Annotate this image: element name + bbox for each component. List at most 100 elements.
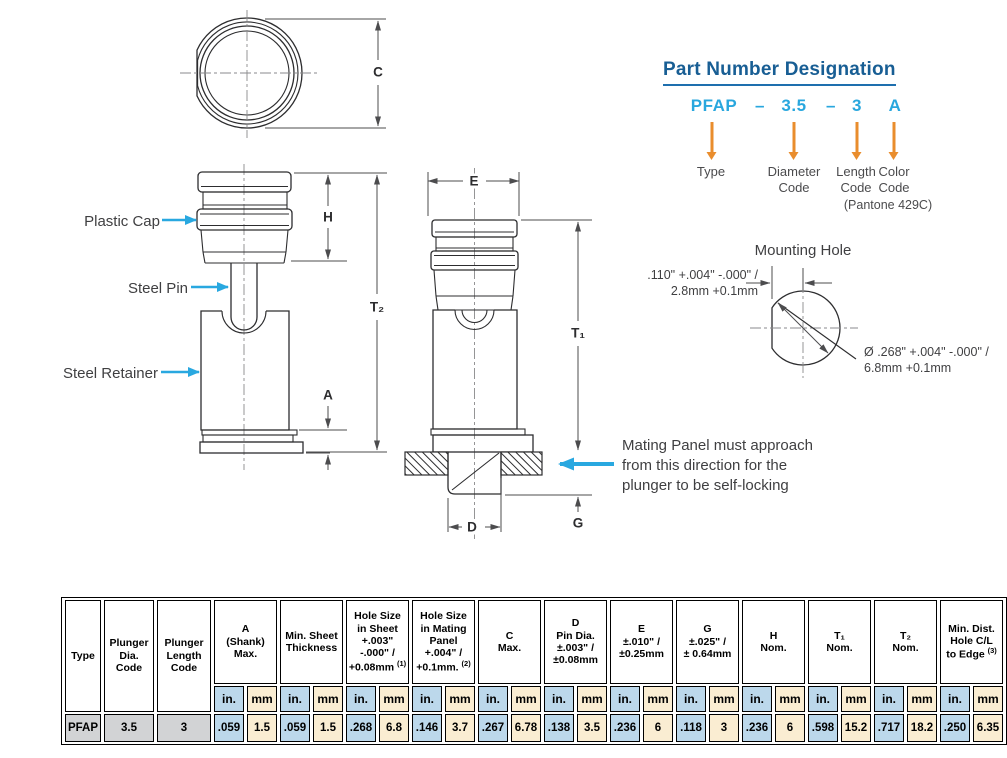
table-data-cell: .598 — [808, 714, 838, 742]
table-data-cell: PFAP — [65, 714, 101, 742]
mounting-hole-slot-dimension: .110" +.004" -.000" / 2.8mm +0.1mm — [647, 268, 758, 298]
side-view-drawing — [161, 164, 387, 470]
table-group-header-cell: A (Shank) Max. — [214, 600, 277, 684]
dim-label-t2: T₂ — [367, 299, 387, 315]
steel-pin-label: Steel Pin — [127, 280, 188, 297]
unit-header-mm: mm — [445, 686, 475, 712]
table-header-cell: Type — [65, 600, 101, 712]
dim-label-h: H — [321, 209, 335, 225]
table-data-cell: .138 — [544, 714, 574, 742]
table-group-header-cell: E ±.010" / ±0.25mm — [610, 600, 673, 684]
table-group-header-cell: Min. Sheet Thickness — [280, 600, 343, 684]
part-number-field-color: Color Code — [878, 164, 910, 195]
unit-header-mm: mm — [775, 686, 805, 712]
unit-header-mm: mm — [643, 686, 673, 712]
dim-label-t1: T₁ — [569, 325, 587, 341]
part-number-length-code: 3 — [852, 96, 862, 115]
mounting-hole-title: Mounting Hole — [754, 242, 852, 259]
unit-header-mm: mm — [247, 686, 277, 712]
down-arrow-icon — [888, 122, 899, 160]
table-group-header-cell: D Pin Dia. ±.003" / ±0.08mm — [544, 600, 607, 684]
top-view-drawing — [180, 10, 386, 138]
unit-header-mm: mm — [973, 686, 1003, 712]
table-data-cell: .268 — [346, 714, 376, 742]
table-group-header-cell: Hole Size in Mating Panel +.004" / +0.1m… — [412, 600, 475, 684]
part-number-title: Part Number Designation — [663, 59, 896, 86]
part-number-dash-icon: – — [826, 96, 836, 115]
down-arrow-icon — [851, 122, 862, 160]
table-data-cell: 3 — [709, 714, 739, 742]
table-data-cell: .059 — [214, 714, 244, 742]
steel-retainer-label: Steel Retainer — [62, 365, 158, 382]
table-data-cell: 1.5 — [247, 714, 277, 742]
mounting-hole-diameter-dimension: Ø .268" +.004" -.000" / 6.8mm +0.1mm — [864, 345, 989, 375]
unit-header-in: in. — [214, 686, 244, 712]
table-data-cell: .250 — [940, 714, 970, 742]
unit-header-mm: mm — [511, 686, 541, 712]
unit-header-in: in. — [940, 686, 970, 712]
unit-header-mm: mm — [577, 686, 607, 712]
unit-header-mm: mm — [709, 686, 739, 712]
part-number-dash-icon: – — [755, 96, 765, 115]
table-data-cell: .236 — [610, 714, 640, 742]
table-data-cell: 3.5 — [104, 714, 154, 742]
table-group-header-cell: Min. Dist. Hole C/L to Edge (3) — [940, 600, 1003, 684]
table-data-cell: .236 — [742, 714, 772, 742]
dim-label-e: E — [467, 173, 481, 189]
table-data-cell: .717 — [874, 714, 904, 742]
unit-header-in: in. — [478, 686, 508, 712]
table-data-cell: 1.5 — [313, 714, 343, 742]
table-group-header-cell: G ±.025" / ± 0.64mm — [676, 600, 739, 684]
table-data-cell: 3 — [157, 714, 211, 742]
table-data-cell: 3.7 — [445, 714, 475, 742]
table-data-cell: 6.35 — [973, 714, 1003, 742]
down-arrow-icon — [788, 122, 799, 160]
unit-header-in: in. — [412, 686, 442, 712]
unit-header-in: in. — [280, 686, 310, 712]
mating-panel-note: Mating Panel must approach from this dir… — [622, 437, 813, 494]
installed-view-drawing — [404, 168, 614, 540]
unit-header-in: in. — [676, 686, 706, 712]
table-data-cell: 6.78 — [511, 714, 541, 742]
unit-header-mm: mm — [907, 686, 937, 712]
table-data-cell: .267 — [478, 714, 508, 742]
part-number-field-length: Length Code — [836, 164, 876, 195]
part-number-field-diameter: Diameter Code — [767, 164, 821, 195]
dim-label-d: D — [465, 519, 479, 535]
table-data-cell: 15.2 — [841, 714, 871, 742]
table-data-cell: .118 — [676, 714, 706, 742]
dim-label-g: G — [570, 515, 586, 531]
table-group-header-cell: C Max. — [478, 600, 541, 684]
down-arrow-icon — [706, 122, 717, 160]
dim-label-c: C — [371, 64, 385, 80]
part-number-color-code: A — [888, 96, 902, 115]
unit-header-in: in. — [610, 686, 640, 712]
table-header-cell: Plunger Length Code — [157, 600, 211, 712]
unit-header-in: in. — [346, 686, 376, 712]
table-data-cell: 6.8 — [379, 714, 409, 742]
unit-header-in: in. — [742, 686, 772, 712]
pantone-note: (Pantone 429C) — [843, 198, 933, 212]
unit-header-mm: mm — [379, 686, 409, 712]
table-group-header-cell: T₁ Nom. — [808, 600, 871, 684]
unit-header-in: in. — [544, 686, 574, 712]
table-data-cell: 6 — [643, 714, 673, 742]
technical-drawing-canvas: .o { stroke:#2d2d2f; stroke-width:1.3; f… — [161, 10, 858, 540]
table-header-cell: Plunger Dia. Code — [104, 600, 154, 712]
table-data-cell: 6 — [775, 714, 805, 742]
table-data-cell: .146 — [412, 714, 442, 742]
table-group-header-cell: Hole Size in Sheet +.003" -.000" / +0.08… — [346, 600, 409, 684]
table-data-cell: 18.2 — [907, 714, 937, 742]
plastic-cap-label: Plastic Cap — [84, 213, 160, 230]
unit-header-mm: mm — [313, 686, 343, 712]
part-number-field-type: Type — [696, 164, 726, 179]
part-number-type-code: PFAP — [690, 96, 738, 115]
table-group-header-cell: T₂ Nom. — [874, 600, 937, 684]
unit-header-in: in. — [808, 686, 838, 712]
table-data-cell: 3.5 — [577, 714, 607, 742]
dim-label-a: A — [321, 387, 335, 403]
table-data-cell: .059 — [280, 714, 310, 742]
